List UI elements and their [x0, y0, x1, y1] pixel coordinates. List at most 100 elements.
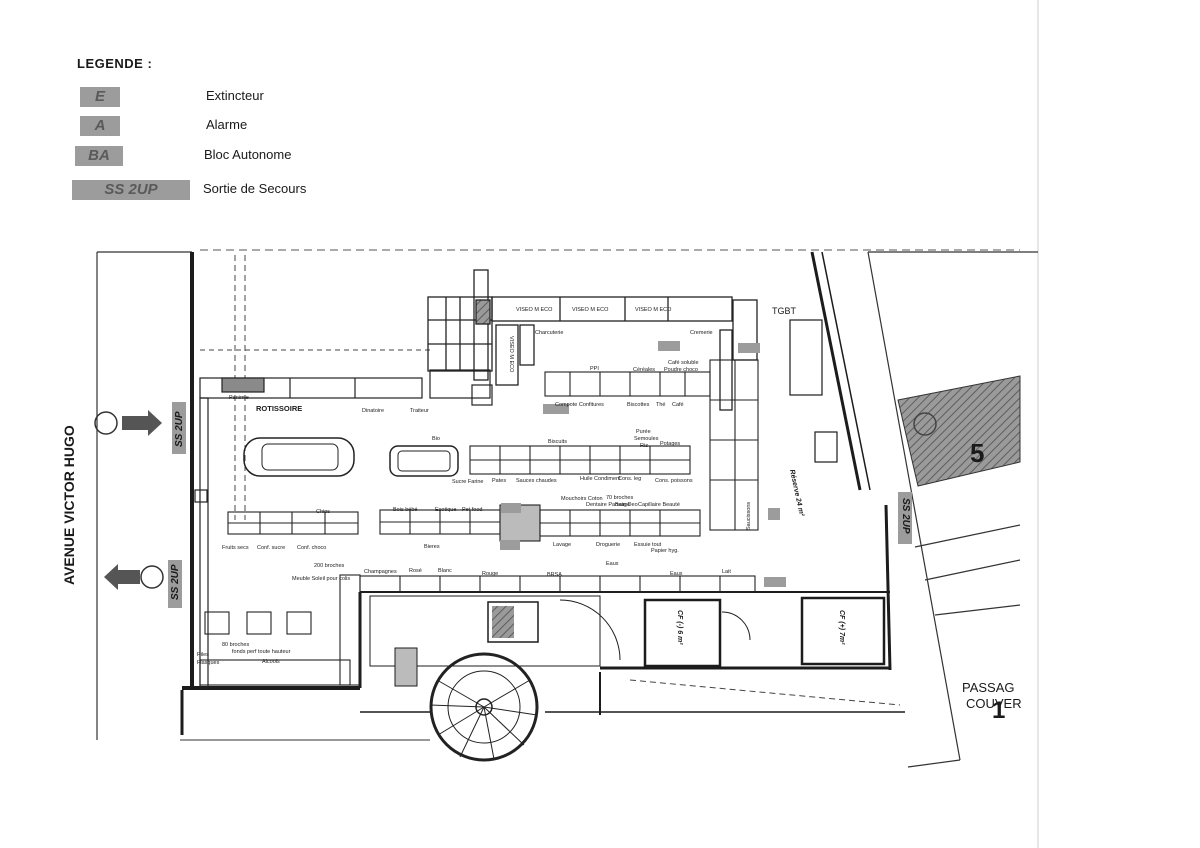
label-petfood: Pet food — [462, 507, 483, 513]
accessible-icon — [913, 412, 937, 436]
bottom-wall-fixtures — [199, 574, 756, 686]
label-traiteur: Traiteur — [410, 408, 429, 414]
label-fonds: fonds perf toute hauteur — [232, 649, 291, 655]
exit-badge-top — [172, 402, 186, 454]
legend-swatch-bloc-autonome: BA — [75, 146, 123, 166]
label-puree: Purée — [636, 429, 651, 435]
label-flasques: Flasques — [197, 660, 220, 666]
rear-dashed — [629, 679, 901, 706]
label-cons-leg: Cons. leg — [618, 476, 641, 482]
label-80-broches: 80 broches — [222, 642, 249, 648]
label-exotique: Exotique — [435, 507, 456, 513]
label-eaux-1: Eaux — [606, 561, 619, 567]
label-bebe: Bois bébé — [393, 507, 417, 513]
label-cf-small: CF (-) 6 m² — [676, 610, 683, 645]
label-huile: Huile Condiment — [580, 476, 621, 482]
label-eaux-2: Eaux — [670, 571, 683, 577]
video-label-3: VISEO M ECO — [635, 307, 672, 313]
legend-label-alarme: Alarme — [206, 117, 248, 132]
label-rotissoire: ROTISSOIRE — [256, 404, 302, 413]
label-alcools: Alcools — [262, 659, 280, 665]
label-poudre-choco: Poudre choco — [664, 367, 698, 373]
video-label-1: VISEO M ECO — [516, 307, 553, 313]
label-cafe-soluble: Café soluble — [668, 360, 699, 366]
label-cf-large: CF (+) 7m² — [838, 610, 845, 645]
label-panimie: Panimie — [229, 395, 249, 401]
label-dentaire: Dentaire Pansage — [586, 502, 630, 508]
legend-swatch-alarme: A — [80, 116, 120, 136]
video-label-4: VISEO M ECO — [508, 336, 514, 373]
label-rouge: Rouge — [482, 571, 498, 577]
exit-arrow-out — [104, 564, 164, 590]
island-pod — [243, 437, 459, 477]
label-bieres: Bieres — [424, 544, 440, 550]
label-cereales: Céréales — [633, 367, 655, 373]
label-compote: Compote Confitures — [555, 402, 604, 408]
label-capillaire: Capillaire Beauté — [638, 502, 680, 508]
label-charcuterie: Charcuterie — [535, 330, 563, 336]
legend-label-extincteur: Extincteur — [206, 88, 264, 103]
label-bio: Bio — [432, 436, 440, 442]
parking-space-5 — [897, 375, 1021, 487]
exit-badge-top-label: SS 2UP — [174, 411, 185, 447]
label-riz: Riz — [640, 443, 648, 449]
exit-badge-right — [898, 492, 912, 544]
label-passage-number: 1 — [992, 697, 1005, 724]
exit-arrow-in — [94, 410, 162, 436]
label-fruits-secs: Fruits secs — [222, 545, 249, 551]
left-wall-fixtures — [194, 369, 493, 689]
label-200-broches: 200 broches — [314, 563, 345, 569]
label-rose: Rosé — [409, 568, 422, 574]
label-cremerie: Cremerie — [690, 330, 713, 336]
label-semoules: Semoules — [634, 436, 659, 442]
label-biscottes: Biscottes — [627, 402, 650, 408]
legend-swatch-sortie-secours: SS 2UP — [72, 180, 190, 200]
exterior-walls — [180, 251, 905, 735]
label-essuie: Essuie tout — [634, 542, 662, 548]
legend-label-bloc-autonome: Bloc Autonome — [204, 147, 292, 162]
label-potages: Potages — [660, 441, 680, 447]
legend-swatch-extincteur: E — [80, 87, 120, 107]
ba-markers — [500, 341, 786, 587]
label-saucissons: Saucissons — [746, 502, 752, 530]
label-passage-2: COUVER — [966, 696, 1022, 711]
exit-badge-bottom — [168, 560, 182, 608]
back-rooms — [369, 319, 886, 687]
legend-label-sortie-secours: Sortie de Secours — [203, 181, 307, 196]
legend-title: LEGENDE : — [77, 56, 153, 71]
label-biscuits: Biscuits — [548, 439, 567, 445]
label-champagnes: Champagnes — [364, 569, 397, 575]
label-conf-choco: Conf. choco — [297, 545, 326, 551]
label-ppi: PPI — [590, 366, 599, 372]
exit-badge-bottom-label: SS 2UP — [170, 564, 181, 600]
label-the: Thé — [656, 402, 665, 408]
label-lait: Lait — [722, 569, 731, 575]
label-papier: Papier hyg. — [651, 548, 679, 554]
label-conf-sucre: Conf. sucre — [257, 545, 285, 551]
top-cold-cases — [427, 269, 758, 411]
label-bain: Bain Deo — [615, 502, 638, 508]
label-sucre: Sucre Farine — [452, 479, 484, 485]
label-parking-number: 5 — [970, 438, 984, 468]
label-reserve: Réserve 24 m² — [788, 469, 805, 518]
video-label-2: VISEO M ECO — [572, 307, 609, 313]
spiral-staircase — [429, 652, 539, 762]
label-piles: Piles — [197, 652, 209, 658]
label-cafe: Café — [672, 402, 684, 408]
label-cons-poissons: Cons. poissons — [655, 478, 693, 484]
label-70-broches: 70 broches — [606, 495, 633, 501]
exit-badge-right-label: SS 2UP — [900, 498, 911, 534]
label-pates: Pates — [492, 478, 506, 484]
label-dinatoire: Dinatoire — [362, 408, 384, 414]
right-street — [867, 251, 1038, 768]
label-mouchoirs: Mouchoirs Coton — [561, 496, 603, 502]
gondola-rows — [227, 359, 759, 542]
label-droguerie: Droguerie — [596, 542, 620, 548]
label-chips: Chips — [316, 509, 330, 515]
label-lavage: Lavage — [553, 542, 571, 548]
label-tgbt: TGBT — [772, 306, 797, 316]
street-name: AVENUE VICTOR HUGO — [61, 425, 77, 585]
label-passage-1: PASSAG — [962, 680, 1015, 695]
label-brsa: BRSA — [547, 572, 562, 578]
